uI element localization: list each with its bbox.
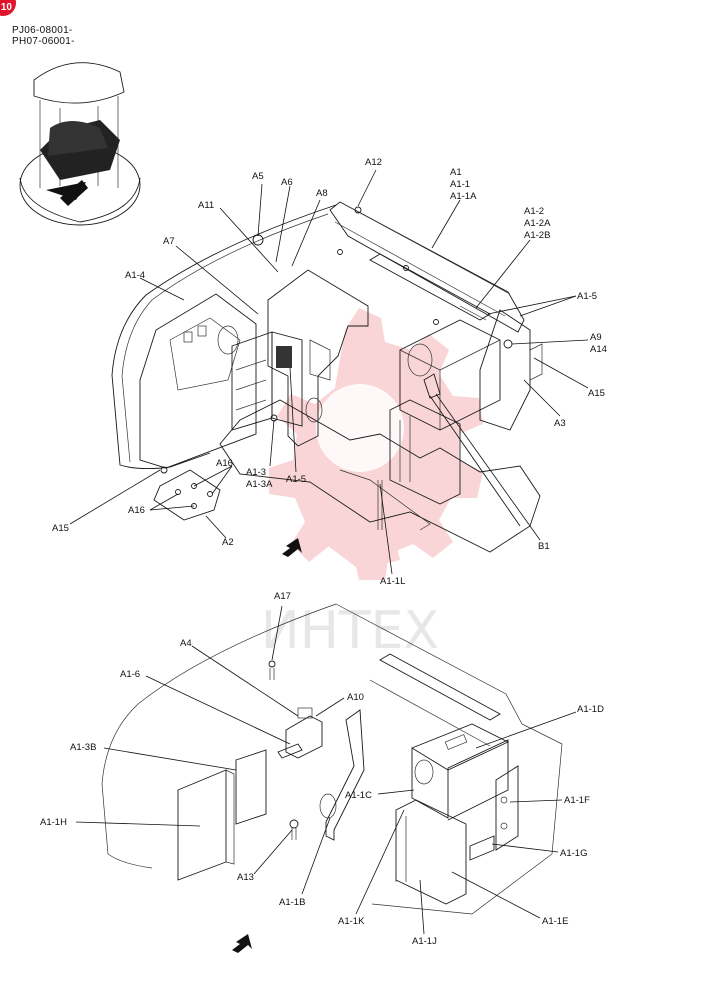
page-number-badge: 10 (0, 0, 16, 16)
front-arrow-icon-bottom (232, 934, 252, 953)
serial-range-2: PH07-06001- (12, 36, 75, 47)
callout-a5: A5 (252, 171, 264, 182)
callout-a16-b: A16 (128, 505, 145, 516)
callout-a1-2: A1-2 (524, 206, 544, 217)
callout-a4: A4 (180, 638, 192, 649)
callout-a16-a: A16 (216, 458, 233, 469)
callout-a7: A7 (163, 236, 175, 247)
callout-a1-1: A1-1 (450, 179, 470, 190)
leader-lines (69, 169, 589, 935)
callout-a1-1l: A1-1L (380, 576, 405, 587)
callout-a1-2a: A1-2A (524, 218, 551, 229)
callout-a1-2b: A1-2B (524, 230, 550, 241)
callout-a1-1h: A1-1H (40, 817, 67, 828)
callout-a1-1a: A1-1A (450, 191, 477, 202)
callout-a1-4: A1-4 (125, 270, 145, 281)
callout-a1-3a: A1-3A (246, 479, 273, 490)
callout-a10: A10 (347, 692, 364, 703)
callout-a1-3: A1-3 (246, 467, 266, 478)
callout-a9: A9 (590, 332, 602, 343)
callout-a6: A6 (281, 177, 293, 188)
callout-a1-5-mid: A1-5 (286, 474, 306, 485)
callout-a1-5-top: A1-5 (577, 291, 597, 302)
callout-a8: A8 (316, 188, 328, 199)
serial-range-1: PJ06-08001- (12, 25, 73, 36)
callout-a12: A12 (365, 157, 382, 168)
cab-frame-assembly-top (111, 201, 543, 557)
callout-a15-left: A15 (52, 523, 69, 534)
callout-a13: A13 (237, 872, 254, 883)
callout-a17: A17 (274, 591, 291, 602)
callout-a1-1c: A1-1C (345, 790, 372, 801)
callout-a1: A1 (450, 167, 462, 178)
callout-a11: A11 (198, 200, 214, 211)
callout-a1-1e: A1-1E (542, 916, 568, 927)
callout-a14: A14 (590, 344, 607, 355)
callout-a1-3b: A1-3B (70, 742, 96, 753)
callout-a1-1k: A1-1K (338, 916, 365, 927)
callout-a1-1g: A1-1G (560, 848, 587, 859)
callout-a2: A2 (222, 537, 234, 548)
callout-a15-right: A15 (588, 388, 605, 399)
part-callouts: A12 A1 A1-1 A1-1A A5 A6 A8 A11 A7 A1-2 A… (40, 157, 607, 947)
callout-a1-1b: A1-1B (279, 897, 305, 908)
callout-a1-1j: A1-1J (412, 936, 437, 947)
callout-a1-6: A1-6 (120, 669, 140, 680)
callout-a1-1f: A1-1F (564, 795, 590, 806)
callout-a3: A3 (554, 418, 566, 429)
front-arrow-icon (282, 538, 302, 557)
watermark-gear-logo (269, 308, 483, 580)
cab-frame-assembly-bottom (101, 603, 563, 953)
callout-b1: B1 (538, 541, 550, 552)
watermark-text: ИНТЕХ (261, 601, 439, 661)
callout-a1-1d: A1-1D (577, 704, 604, 715)
machine-locator-thumbnail (19, 62, 141, 226)
